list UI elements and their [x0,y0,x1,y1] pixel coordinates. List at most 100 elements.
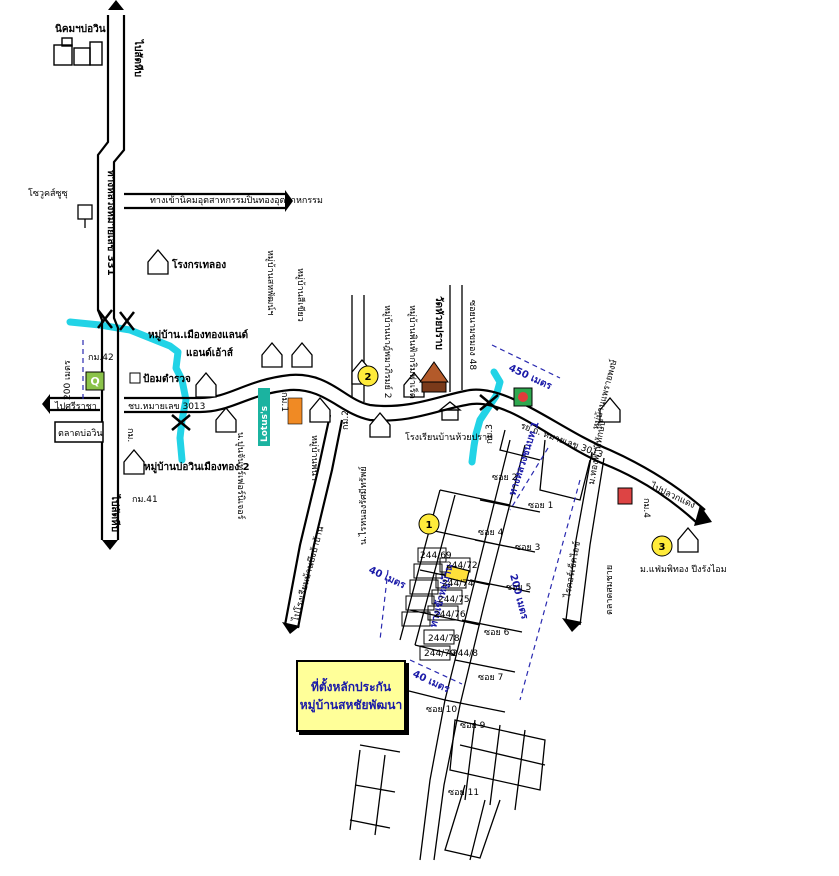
label-village-muang-thong2: หมู่บ้านบ่อวินเมืองทอง 2 [144,461,250,474]
arrow-down-left-icon [282,622,300,634]
market-icon [513,387,533,407]
house-number: 244/76 [434,610,466,620]
label-robinson-road: ทางเข้านิคมอุตสาหกรรมปิ่นทองอุตสาหกรรม [150,193,323,206]
label-logo-q: โซวูคส์ซูซุ [28,187,68,199]
robot-icon [77,204,93,228]
temple-icon [419,361,449,393]
lotus-logo: Lotus's [258,388,270,446]
road-north-b [449,285,463,392]
label-village-muang-thong: หมู่บ้าน.เมืองทองแลนด์ [148,329,248,342]
highway-331-right [112,15,126,540]
arrow-up-icon [108,0,124,10]
house-number: 244/75 [438,595,470,605]
label-village-b: หมู่บ้านสีเขียว [295,268,306,322]
label-km3: กม.3 [485,424,495,444]
label-village-bottom-right: ม.แฟ่มพิทอง ปีงรังไอม [640,564,727,575]
label-dist-40-a: 40 เมตร [367,565,408,592]
label-village-a: หมู่บ้านสหพัฒน์ฯ [265,250,277,315]
label-school: โรงเรียนบ้านห้วยปราบ [405,432,493,443]
road-right-lane [499,429,541,461]
label-ban-pho: น.ปูนจันทร์เฟอร์นิเจอร์ [235,432,247,520]
distance-450 [491,344,561,379]
label-dist-200-right: 200 เมตร [507,573,530,621]
road-right-box [539,439,591,501]
soi-label: ซอย 4 [478,528,504,538]
collateral-lot [444,564,470,584]
legend-collateral: ที่ตั้งหลักประกัน หมู่บ้านสหชัยพัฒนา [296,660,406,732]
label-to-sattahip-top: ไปสัตหีบ [132,39,145,77]
arrow-se-icon [694,505,712,526]
label-market-right: ตลาดสมชาย [605,565,615,615]
arrow-right-icon [285,190,293,212]
distance-200-right [519,479,581,701]
lots-grid [401,547,471,661]
house-number: 244/74 [442,579,474,589]
label-road-3013-left: ชบ.หมายเลข 3013 [128,402,205,412]
village-grid-lines [349,489,541,829]
label-bowin-market: ตลาดบ่อวิน [58,428,103,439]
distance-diag-a [509,447,549,511]
school-icon [438,401,462,421]
hospital-icon [617,487,633,505]
label-highway-331: ทางหลวงหมายเลข 331 [105,170,116,276]
house-icons [123,248,699,553]
distance-40-bottom [409,659,463,685]
soi-label: ซอย 10 [426,705,457,715]
bowin-market-box [54,421,104,443]
label-km4: กม.4 [641,498,651,518]
arrow-left-icon [42,394,50,414]
bowin-q-icon: Q [85,371,105,391]
legend-line-2: หมู่บ้านสหชัยพัฒนา [299,698,403,712]
highway-331-left [96,15,110,540]
distance-40-left [379,569,389,641]
label-village-e: หมู่บ้านพินฟ้ากริมฟาเร็ต [407,305,420,399]
soi-label: ซอย 2 [492,473,517,483]
house-number: 244/78 [428,634,460,644]
house-number: 244/8 [452,649,478,659]
canal-right [468,368,504,466]
label-to-sriracha: ไปศรีราชา [54,401,97,412]
label-km42: กม.42 [88,353,114,363]
label-soi-48: ซอยนามขมอง 48 [467,300,477,370]
house-number: 244/69 [420,551,452,561]
soi-label: ซอย 9 [460,721,486,731]
legend-line-1: ที่ตั้งหลักประกัน [310,680,392,694]
soi-label: ซอย 6 [484,628,510,638]
house-number: 244/72 [446,561,478,571]
label-km-left: กม. [125,428,135,442]
label-km2: กม.2 [341,410,351,430]
label-ban-saeng: น.ไรหนองรัศมีทรัพย์ [357,466,369,545]
label-dist-40-b: 40 เมตร [411,669,452,696]
label-dist-200-left: 200 เมตร [63,360,73,400]
label-village-c: หมู่บ้านพนา [309,435,320,481]
svg-text:1: 1 [426,520,433,531]
soi-label: ซอย 3 [515,543,540,553]
road-north-a [351,295,365,402]
road-3013-north [124,373,706,511]
police-box-icon [129,372,141,384]
label-phluak-lane: ไรคอร์เช็คไอซ์ [560,540,583,599]
label-industrial-estate: นิคมฯบ่อวิน [55,23,106,35]
svg-text:3: 3 [659,542,666,553]
soi-label: ซอย 11 [448,788,479,798]
industrial-estate-icon [53,37,103,66]
road-sriracha [50,396,100,412]
marker-3: 3 [651,535,673,557]
seven-eleven-logo [287,397,303,425]
svg-text:Lotus's: Lotus's [260,406,270,442]
label-village-d: หมู่บ้านนาฎ์พมาภิรมย์ 2 [382,305,394,399]
label-factory: โรงกรเทลอง [171,258,226,271]
soi-label: ซอย 5 [506,583,531,593]
soi-label: ซอย 1 [528,501,553,511]
marker-1: 1 [418,513,440,535]
arrow-down-right-icon [562,618,582,632]
label-km41: กม.41 [132,495,158,505]
label-km1: กม.1 [279,392,289,412]
svg-text:Q: Q [90,375,99,388]
label-police-box: ป้อมตำรวจ [143,373,191,385]
road-3013-south [124,388,697,523]
arrow-down-icon [102,540,118,550]
soi-label: ซอย 7 [478,673,503,683]
road-south-2 [296,419,344,629]
